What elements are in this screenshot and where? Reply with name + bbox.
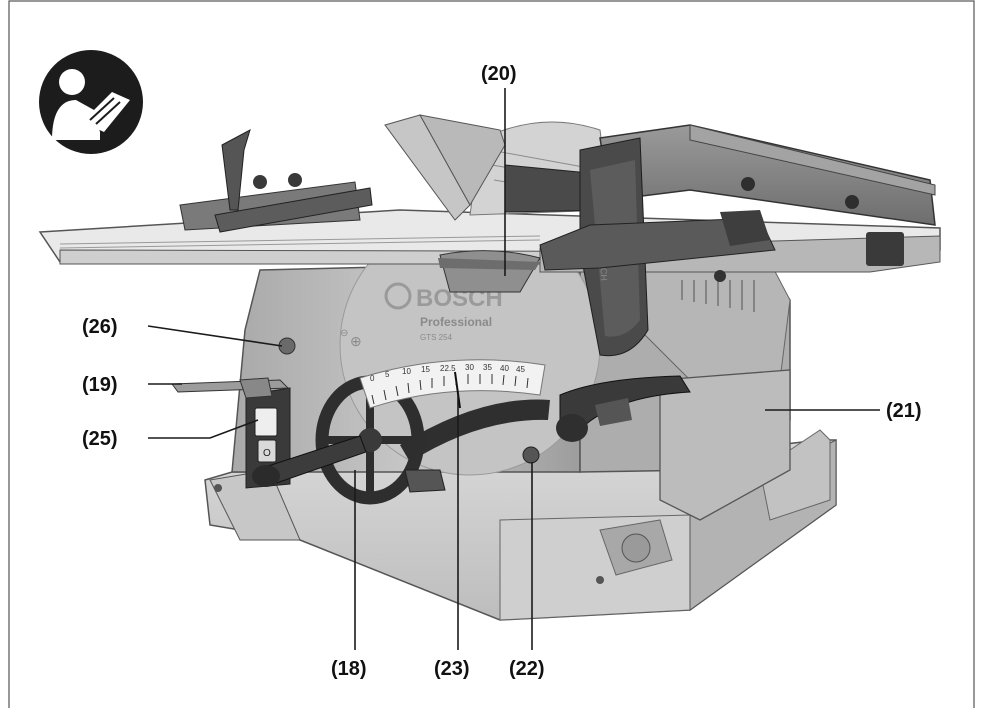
callout-leaders [147,88,880,650]
product-line: Professional [420,315,492,329]
scale-tick-0: 0 [370,374,375,383]
callout-21: (21) [886,400,922,422]
page-frame [8,0,975,708]
callout-25: (25) [82,428,118,450]
scale-tick-35: 35 [483,363,492,372]
scale-tick-10: 10 [402,367,411,376]
blade-and-guard [384,114,613,221]
scale-tick-45: 45 [516,365,525,374]
callout-20: (20) [481,63,517,85]
miter-gauge [179,128,373,233]
extension-support [171,377,290,399]
scale-tick-22-5: 22.5 [440,364,456,373]
saw-table [38,209,941,293]
rip-fence: BOSCH [539,124,936,357]
leader-26 [147,325,283,347]
svg-text:⊕: ⊕ [350,333,362,349]
read-manual-icon [39,50,143,154]
locking-lever [556,375,691,442]
leader-25 [148,419,259,439]
model-name: GTS 254 [420,333,453,342]
svg-text:O: O [263,448,271,459]
scale-tick-15: 15 [421,365,430,374]
svg-text:⊖: ⊖ [340,328,348,339]
bevel-scale: 0 5 10 15 22.5 30 35 40 45 [359,359,546,409]
scale-tick-40: 40 [500,364,509,373]
callout-22: (22) [509,658,545,680]
callout-26: (26) [82,316,118,338]
scale-tick-5: 5 [385,370,390,379]
scale-tick-30: 30 [465,363,474,372]
callout-18: (18) [331,658,367,680]
callout-19: (19) [82,374,118,396]
callout-23: (23) [434,658,470,680]
